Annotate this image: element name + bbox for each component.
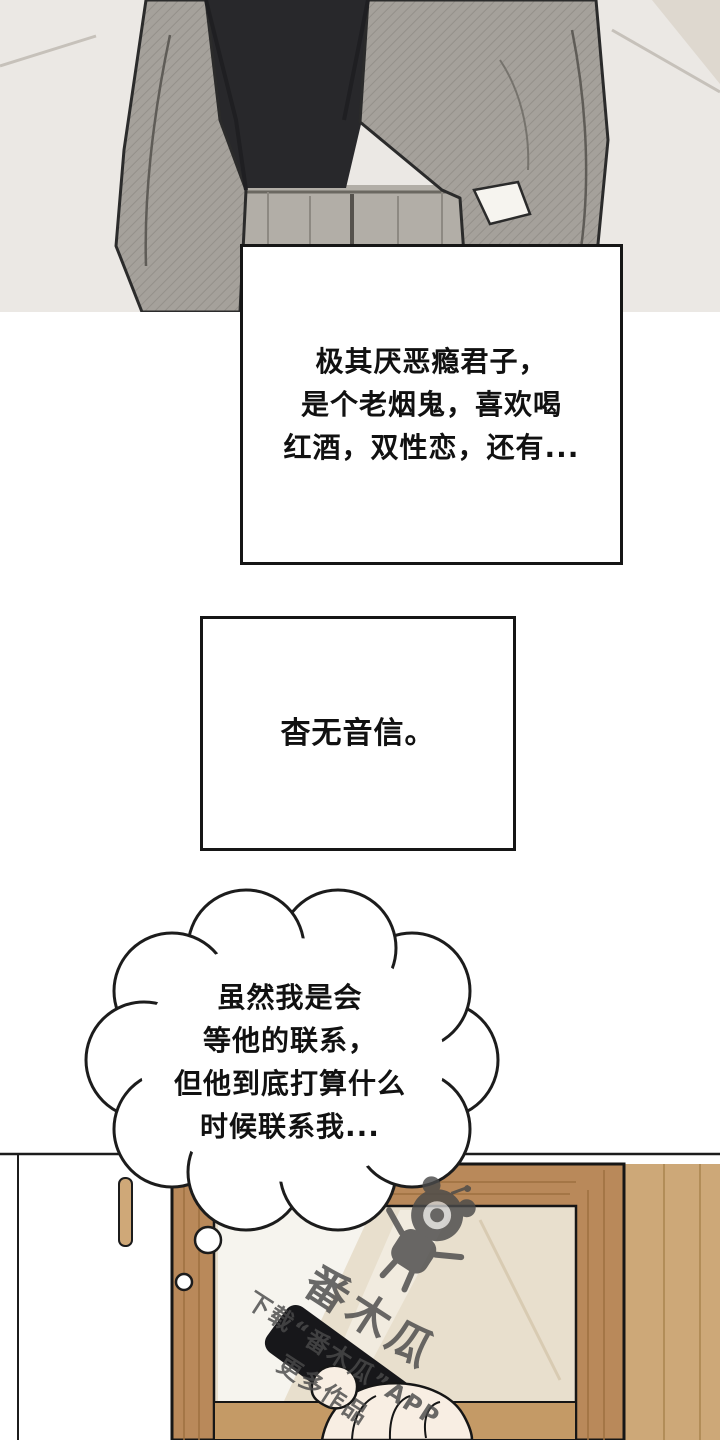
wall-corner-line-left bbox=[0, 34, 97, 68]
jacket-left-panel bbox=[114, 0, 248, 312]
thought-bubble-text: 虽然我是会 等他的联系， 但他到底打算什么 时候联系我... bbox=[70, 888, 510, 1236]
narration-line: 杳无音信。 bbox=[280, 716, 436, 751]
wall-corner-shade bbox=[652, 0, 720, 84]
narration-box-1: 极其厌恶瘾君子， 是个老烟鬼，喜欢喝 红酒，双性恋，还有... bbox=[240, 244, 623, 565]
hand bbox=[310, 1364, 474, 1440]
sleeve-seam-left bbox=[144, 34, 172, 267]
thought-line: 虽然我是会 bbox=[217, 981, 363, 1014]
wooden-door bbox=[170, 1162, 626, 1440]
thumb bbox=[310, 1364, 359, 1410]
lapel-line-left bbox=[204, 0, 248, 191]
jacket-fold bbox=[499, 59, 530, 171]
narration-line: 极其厌恶瘾君子， bbox=[315, 345, 548, 378]
thought-line: 等他的联系， bbox=[202, 1024, 377, 1057]
thought-trail-bubble-small bbox=[174, 1272, 194, 1292]
thought-line: 但他到底打算什么 bbox=[173, 1067, 406, 1100]
wall-peg bbox=[118, 1177, 133, 1247]
wall-corner-line-right bbox=[611, 28, 720, 94]
sleeve-seam-right bbox=[570, 29, 588, 256]
narration-line: 是个老烟鬼，喜欢喝 bbox=[300, 388, 562, 421]
thought-line: 时候联系我... bbox=[200, 1110, 380, 1143]
suit-figure-illustration bbox=[0, 0, 720, 312]
papaya-mascot-icon bbox=[379, 1176, 476, 1293]
thought-trail-bubble-large bbox=[193, 1225, 223, 1255]
watermark: 番木瓜 下载“番木瓜”APP 更多作品 bbox=[181, 1093, 594, 1440]
thought-bubble-fill bbox=[140, 938, 444, 1182]
door-scene-illustration bbox=[0, 1152, 720, 1440]
thought-bubble bbox=[84, 888, 500, 1292]
wood-side-strip bbox=[624, 1164, 720, 1440]
narration-box-2: 杳无音信。 bbox=[200, 616, 516, 851]
black-shirt bbox=[200, 0, 370, 188]
narration-line: 红酒，双性恋，还有... bbox=[283, 431, 580, 464]
pocket-square bbox=[472, 180, 532, 226]
jacket-right-panel bbox=[358, 0, 610, 312]
lapel-line-right bbox=[342, 0, 370, 121]
